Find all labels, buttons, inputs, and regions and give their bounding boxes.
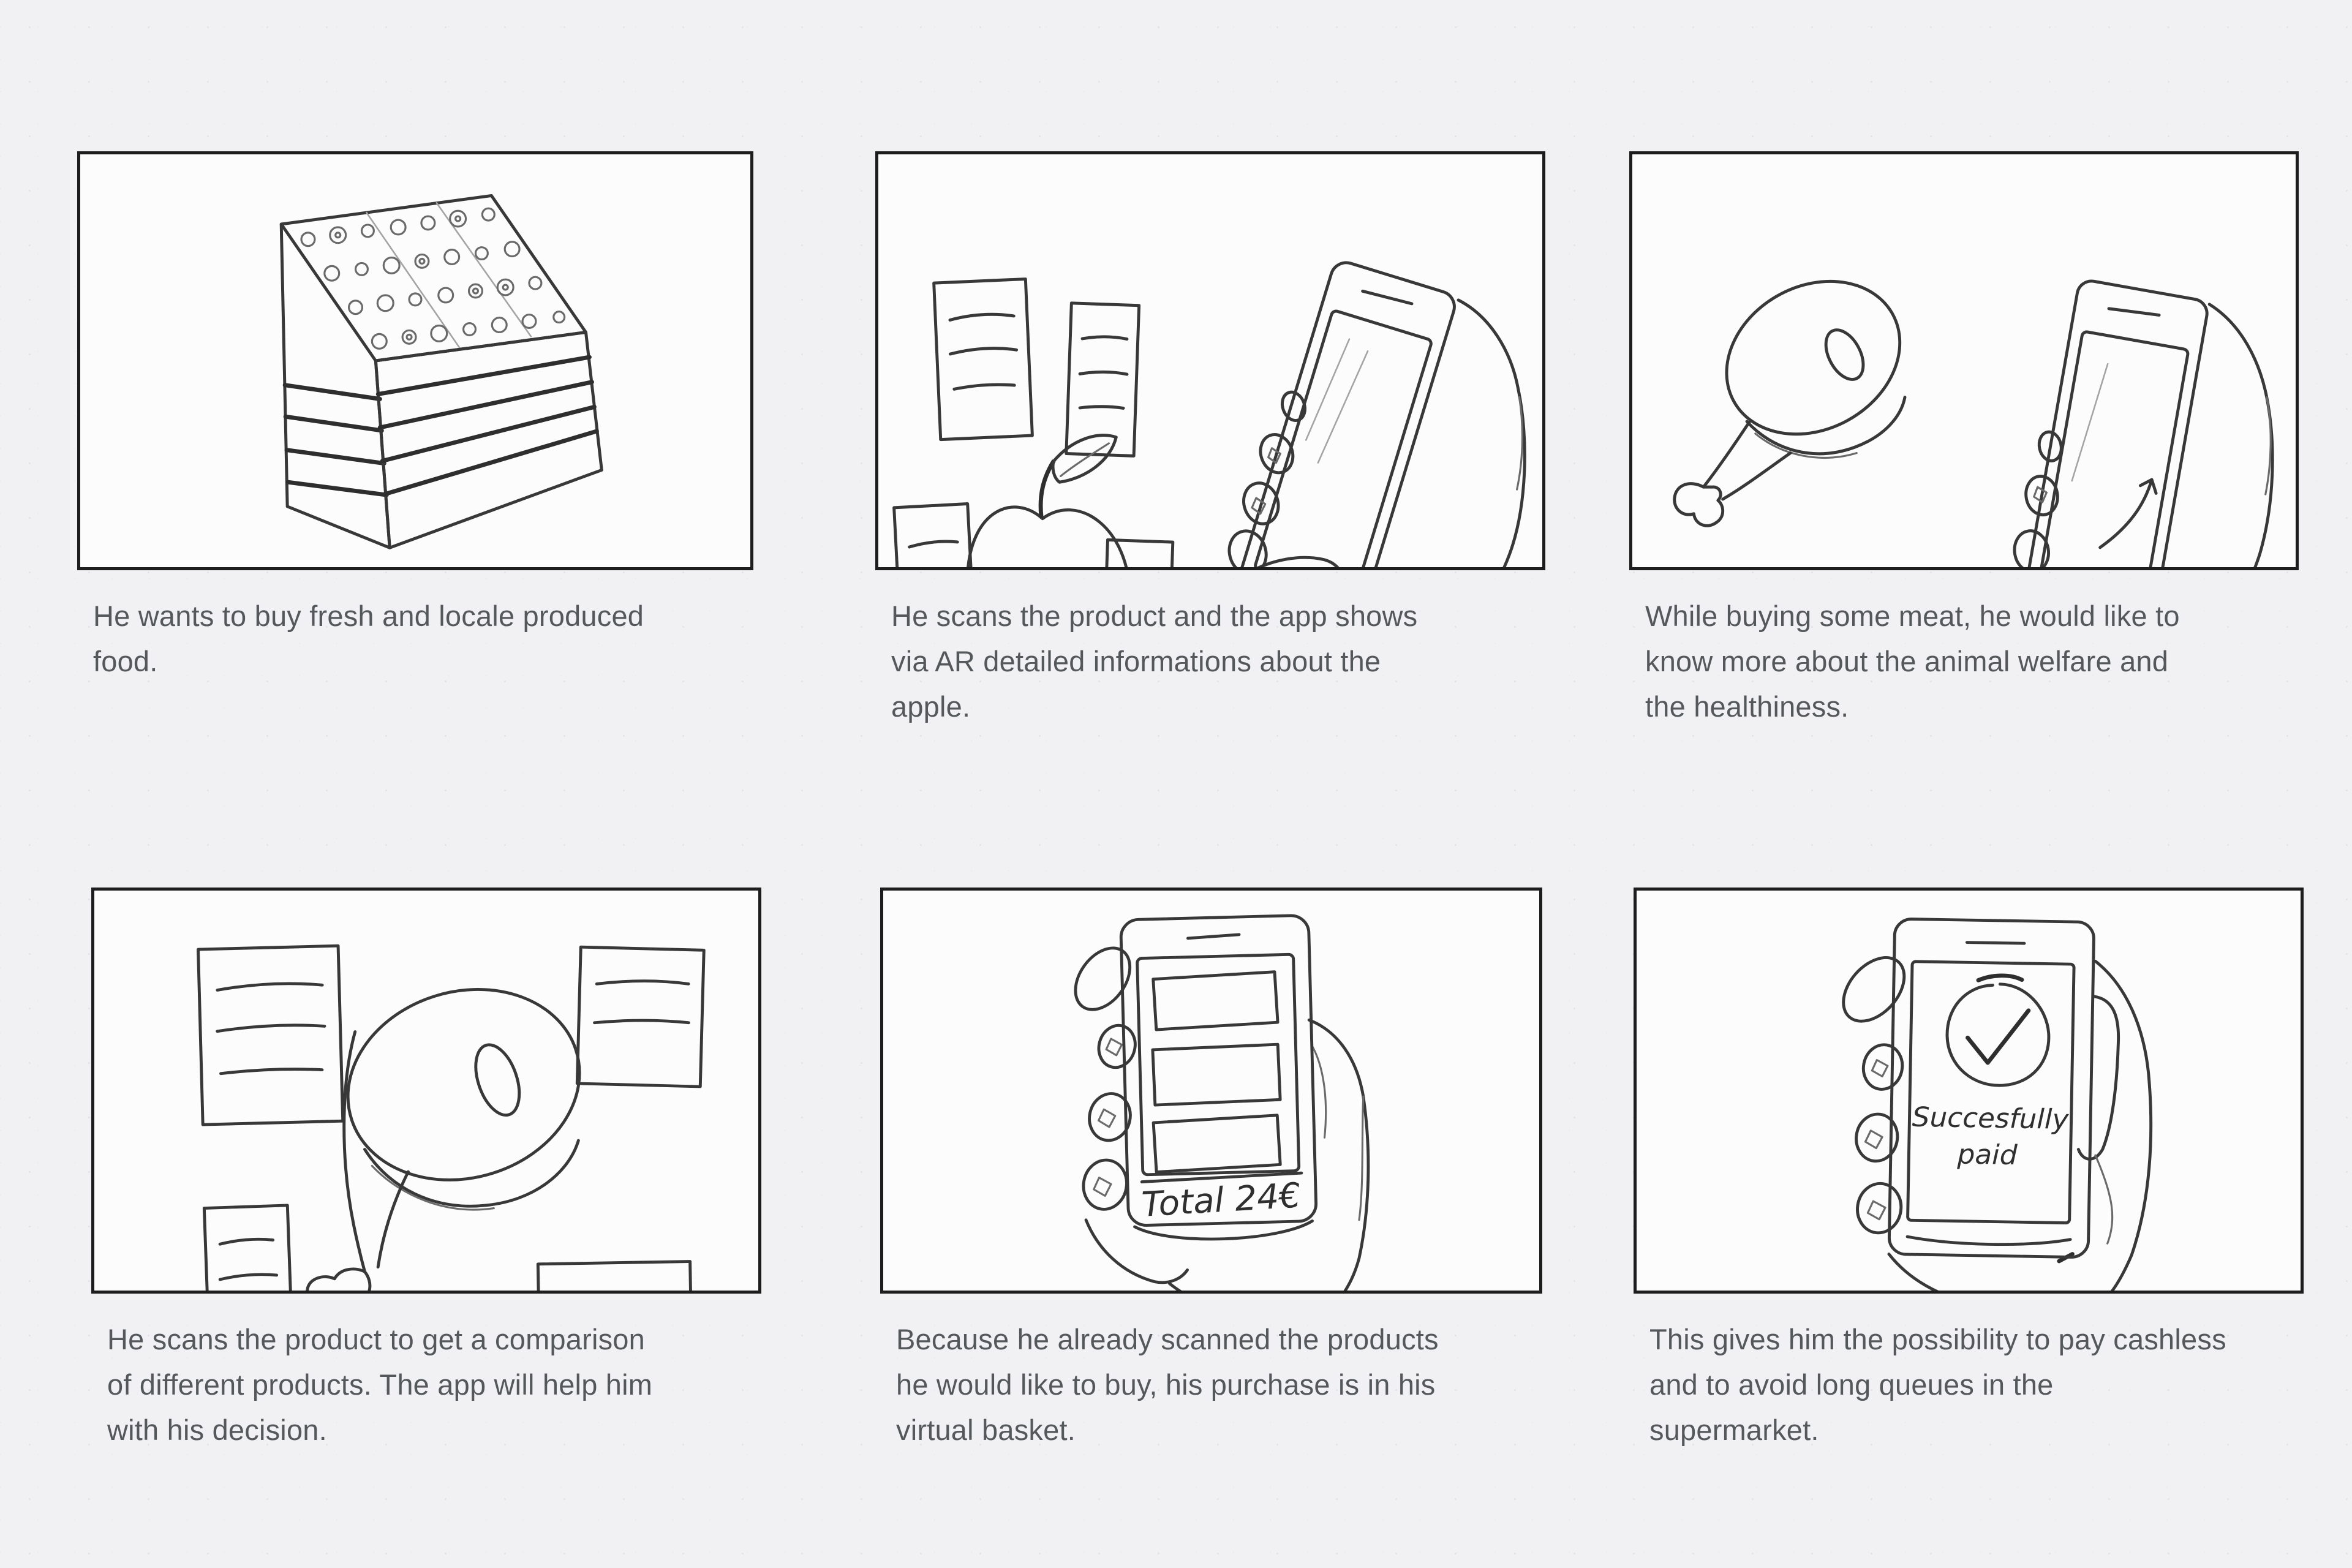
apple-scan-sketch [892,261,1526,567]
meat-leg-icon [1673,279,1907,527]
smartphone-icon: Total 24€ [1119,914,1318,1241]
caption-line: via AR detailed informations about the [891,645,1381,677]
hand-holding-smartphone [1227,261,1526,567]
payment-success-sketch: Succesfully paid [1842,918,2153,1291]
caption-line: He wants to buy fresh and locale produce… [93,600,644,632]
caption-line: Because he already scanned the products [896,1323,1439,1355]
smartphone-icon [1239,261,1456,567]
info-card [932,277,1034,442]
storyboard-cell-1: He wants to buy fresh and locale produce… [77,151,753,684]
storyboard-frame-2 [875,151,1545,570]
smartphone-icon [2019,279,2209,567]
caption-line: and to avoid long queues in the [1649,1368,2054,1401]
meat-comparison-sketch [197,944,706,1291]
caption-line: While buying some meat, he would like to [1645,600,2180,632]
caption-line: know more about the animal welfare and [1645,645,2169,677]
produce-fruits [300,207,566,350]
hand-holding-smartphone [2013,279,2274,567]
caption-line: He scans the product to get a comparison [107,1323,645,1355]
storyboard-cell-3: While buying some meat, he would like to… [1629,151,2299,729]
produce-bin-icon [279,194,603,549]
hand [1227,298,1526,567]
panel-caption: He wants to buy fresh and locale produce… [77,594,753,684]
panel-caption: He scans the product and the app shows v… [875,594,1545,729]
storyboard-cell-4: He scans the product to get a comparison… [91,888,761,1453]
hand-holding-smartphone: Succesfully paid [1842,918,2153,1291]
info-card [892,502,978,567]
hand [2013,303,2274,567]
info-card [575,945,706,1088]
produce-display-sketch [279,194,603,549]
storyboard-frame-1 [77,151,753,570]
apple-icon [967,434,1128,567]
caption-line: virtual basket. [896,1414,1076,1446]
phone-total-text: Total 24€ [1140,1176,1302,1225]
storyboard-frame-3 [1629,151,2299,570]
caption-line: the healthiness. [1645,690,1849,723]
storyboard-cell-6: Succesfully paid This gives him the poss… [1634,888,2304,1453]
meat-leg-icon [306,988,581,1291]
storyboard-frame-5: Total 24€ [880,888,1542,1294]
virtual-basket-sketch: Total 24€ [1074,914,1370,1291]
caption-line: he would like to buy, his purchase is in… [896,1368,1436,1401]
caption-line: He scans the product and the app shows [891,600,1418,632]
caption-line: food. [93,645,158,677]
storyboard-cell-2: He scans the product and the app shows v… [875,151,1545,729]
caption-line: apple. [891,690,971,723]
checkmark-icon [1945,973,2051,1087]
info-card [197,944,345,1126]
caption-line: This gives him the possibility to pay ca… [1649,1323,2226,1355]
info-card [202,1204,294,1291]
panel-caption: Because he already scanned the products … [880,1317,1542,1453]
meat-scan-sketch [1673,279,2274,567]
info-card [536,1260,695,1291]
storyboard-frame-4 [91,888,761,1294]
panel-caption: This gives him the possibility to pay ca… [1634,1317,2304,1453]
phone-success-text-line1: Succesfully [1912,1101,2069,1136]
hand-holding-smartphone: Total 24€ [1074,914,1370,1291]
info-card [1065,301,1141,458]
hand [1842,956,2153,1291]
caption-line: supermarket. [1649,1414,1819,1446]
phone-success-text-line2: paid [1956,1138,2018,1171]
storyboard-cell-5: Total 24€ Because he already scanned the… [880,888,1542,1453]
panel-caption: While buying some meat, he would like to… [1629,594,2299,729]
panel-caption: He scans the product to get a comparison… [91,1317,761,1453]
caption-line: with his decision. [107,1414,327,1446]
storyboard-frame-6: Succesfully paid [1634,888,2304,1294]
info-card [1101,538,1175,567]
caption-line: of different products. The app will help… [107,1368,653,1401]
smartphone-icon: Succesfully paid [1887,918,2095,1259]
